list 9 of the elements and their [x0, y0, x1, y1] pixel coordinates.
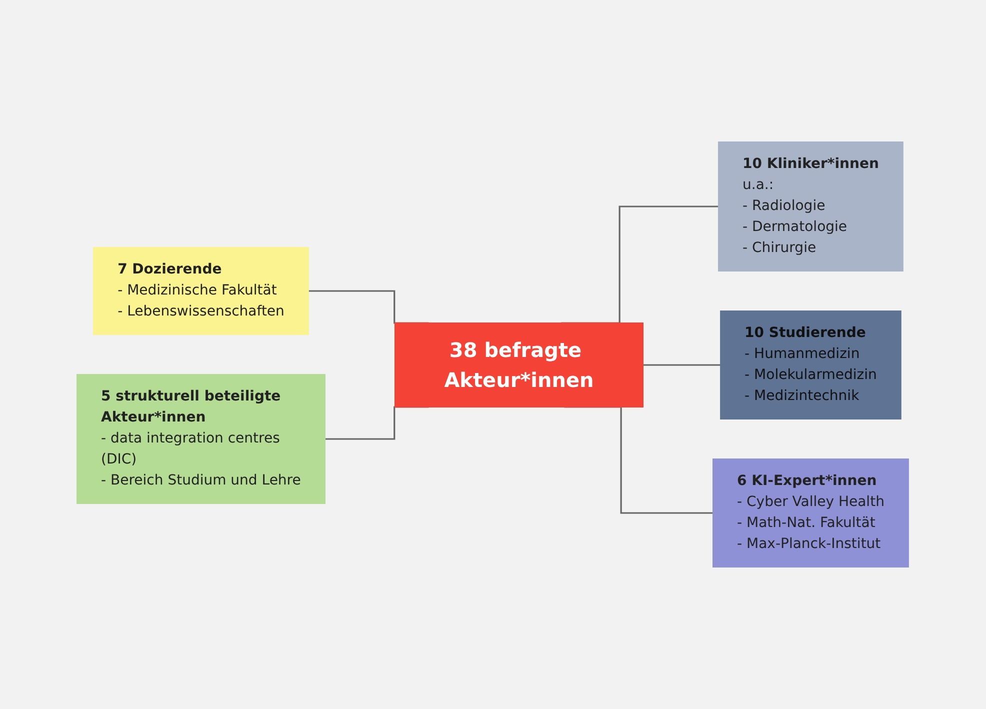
node-box: 6 KI-Expert*innen - Cyber Valley Health - Math-Nat. Fakultät - Max-Planck-Institut	[712, 458, 910, 568]
node-box: 38 befragte Akteur*innen	[394, 322, 644, 408]
node-box: 10 Studierende - Humanmedizin - Molekularmedizin - Medizintechnik	[720, 310, 902, 420]
node-box: 7 Dozierende - Medizinische Fakultät - Lebenswissenschaften	[93, 247, 310, 335]
node-box: 5 strukturell beteiligte Akteur*innen - data integration centres (DIC) - Bereich Studium und Lehre	[76, 374, 326, 504]
connector	[561, 206, 719, 324]
node-box: 10 Kliniker*innen u.a.: - Radiologie - Dermatologie - Chirurgie	[718, 142, 904, 272]
connector	[643, 364, 721, 366]
connector	[308, 290, 430, 324]
